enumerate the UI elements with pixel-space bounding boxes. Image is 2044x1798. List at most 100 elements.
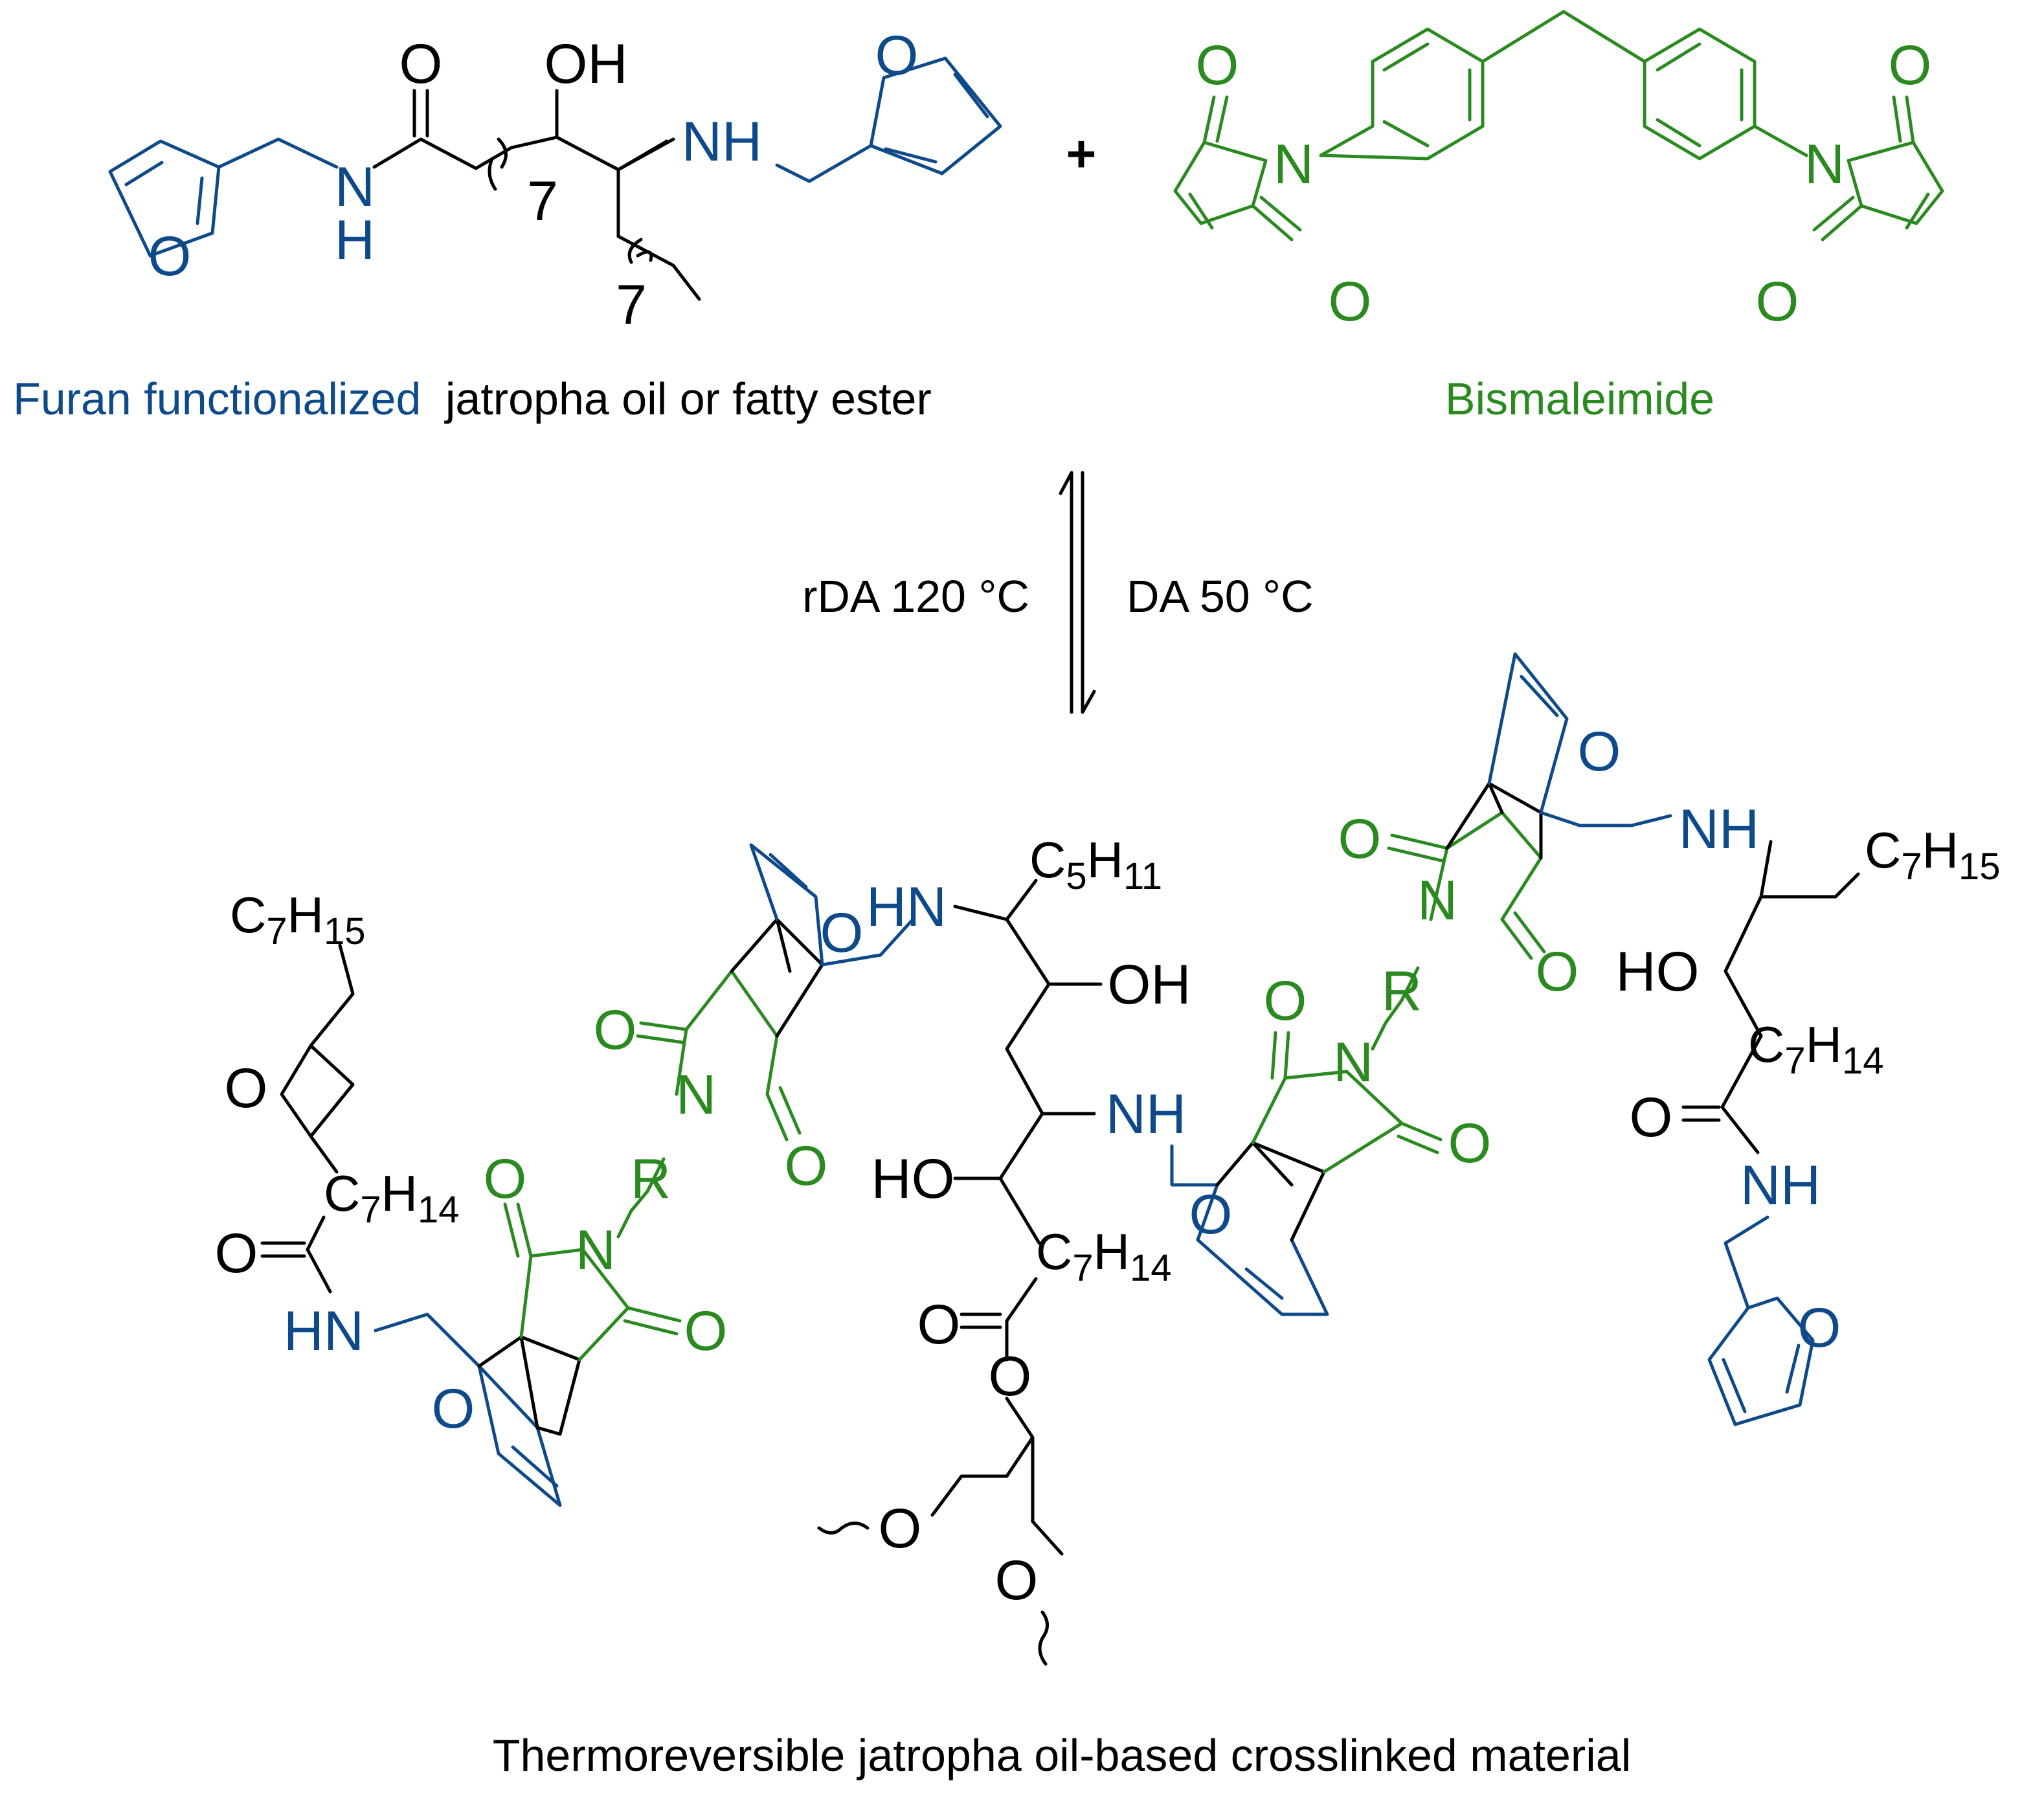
succinimide-left-n: N bbox=[576, 1219, 616, 1281]
repeat-count-7: 7 bbox=[527, 170, 558, 232]
caption-oil-part: jatropha oil or fatty ester bbox=[444, 374, 932, 424]
repeat-count-7-b: 7 bbox=[616, 274, 647, 336]
furan-ring-right bbox=[869, 56, 1002, 175]
ester-o: O bbox=[989, 1345, 1032, 1408]
bond-choh bbox=[555, 135, 675, 172]
rda-condition: rDA 120 °C bbox=[802, 571, 1029, 622]
c7h14-right-sub7: 7 bbox=[1784, 1040, 1805, 1082]
succinimide-top-right-n: N bbox=[1417, 870, 1457, 932]
left-amide-bonds bbox=[260, 1215, 332, 1294]
c7h14-left-c: C bbox=[324, 1165, 360, 1222]
c7h14-central-sub7: 7 bbox=[1072, 1247, 1093, 1289]
c5h11-sub5: 5 bbox=[1066, 855, 1086, 897]
r-linker-left bbox=[616, 1157, 666, 1239]
oxanorbornene-top-right-blue bbox=[1487, 652, 1672, 827]
succinimide-mid-right-n: N bbox=[1333, 1031, 1373, 1094]
r-linker-right bbox=[1371, 966, 1420, 1051]
furan-pendant-o: O bbox=[1798, 1297, 1841, 1359]
phenyl-left bbox=[1319, 27, 1485, 161]
c7h15-left-sub15: 15 bbox=[324, 910, 366, 952]
succinimide-left-o1: O bbox=[484, 1148, 527, 1210]
furan-ring-left bbox=[108, 139, 221, 258]
imide-n-left: N bbox=[1274, 133, 1314, 196]
succinimide-mid-left bbox=[636, 969, 802, 1141]
maleimide-ring-left bbox=[1173, 95, 1302, 242]
repeat-bracket bbox=[474, 135, 559, 191]
c7h14-left: C7H14 bbox=[324, 1165, 459, 1231]
right-amide-o: O bbox=[1630, 1086, 1673, 1149]
c7h15-left: C7H15 bbox=[230, 886, 365, 952]
succinimide-left-o2: O bbox=[684, 1300, 728, 1362]
c7h14-right-sub14: 14 bbox=[1842, 1040, 1884, 1082]
amine-nh-label: NH bbox=[682, 111, 762, 173]
c7h14-right-c: C bbox=[1748, 1016, 1784, 1073]
bridge-o-top-right: O bbox=[1578, 721, 1621, 783]
imide-o-left-top: O bbox=[1196, 34, 1239, 96]
succinimide-top-right bbox=[1387, 811, 1546, 960]
c7h14-left-sub14: 14 bbox=[418, 1189, 460, 1231]
ester-bonds bbox=[930, 1277, 1064, 1556]
succinimide-mid-right-o1: O bbox=[1264, 970, 1307, 1032]
c7h14-right: C7H14 bbox=[1748, 1016, 1883, 1082]
furan-oxygen: O bbox=[148, 225, 192, 287]
left-amide-hn: HN bbox=[284, 1300, 364, 1362]
carbonyl-oxygen: O bbox=[399, 33, 443, 95]
c7h14-central-c: C bbox=[1036, 1223, 1072, 1280]
succinimide-top-right-o2: O bbox=[1536, 941, 1579, 1003]
succinimide-mid-left-o1: O bbox=[594, 999, 637, 1061]
amide-nh-h: H bbox=[335, 209, 375, 271]
glycerol-wavy-bonds bbox=[817, 1522, 1049, 1666]
glycerol-o-bottom: O bbox=[995, 1549, 1039, 1612]
c7h15-left-h: H bbox=[287, 886, 324, 943]
c7h14-central: C7H14 bbox=[1036, 1223, 1171, 1289]
forward-arrow bbox=[1081, 471, 1096, 714]
c7h15-right-sub15: 15 bbox=[1959, 846, 2001, 888]
da-condition: DA 50 °C bbox=[1127, 571, 1314, 622]
crosslinked-network: C7H15 O C7H14 O HN O O N O R bbox=[215, 652, 2001, 1666]
methylene-bridge bbox=[1481, 10, 1646, 63]
oxanorbornene-mid-left-core bbox=[730, 917, 824, 1038]
imide-n-right: N bbox=[1804, 133, 1845, 196]
right-nh-label: NH bbox=[1679, 798, 1759, 860]
bridge-o-mid-left: O bbox=[820, 902, 864, 964]
c5h11: C5H11 bbox=[1029, 831, 1162, 897]
oxanorbornene-mid-left-blue bbox=[749, 843, 915, 967]
central-chain-top bbox=[953, 879, 1103, 1245]
r-group-right: R bbox=[1382, 960, 1422, 1022]
left-ch2-link bbox=[374, 1312, 481, 1368]
imide-o-right-bottom: O bbox=[1756, 271, 1799, 333]
c7h15-right-sub7: 7 bbox=[1901, 846, 1922, 888]
oxanorbornene-mid-right-core bbox=[1215, 1141, 1326, 1242]
reactant-caption-right: Bismaleimide bbox=[1445, 374, 1714, 424]
succinimide-mid-left-n: N bbox=[676, 1064, 716, 1126]
mid-right-ch2 bbox=[1170, 1144, 1219, 1187]
caption-furan-part: Furan functionalized bbox=[13, 374, 421, 424]
equilibrium-arrows bbox=[1059, 471, 1096, 714]
c7h14-right-h: H bbox=[1806, 1016, 1842, 1073]
c7h14-left-h: H bbox=[381, 1165, 418, 1222]
c7h15-left-sub7: 7 bbox=[266, 910, 287, 952]
r-group-left: R bbox=[631, 1148, 671, 1210]
succinimide-mid-left-o2: O bbox=[785, 1135, 828, 1197]
right-ch2-furan bbox=[1724, 1215, 1769, 1310]
succinimide-top-right-o1: O bbox=[1338, 808, 1382, 870]
hydroxyl-label: OH bbox=[545, 33, 628, 95]
furan-functionalized-fatty-amide: O N H O 7 OH 7 NH O bbox=[108, 25, 1002, 336]
c7h15-left-c: C bbox=[230, 886, 266, 943]
oxanorbornene-top-right-core bbox=[1445, 781, 1543, 860]
bridge-o-mid-right: O bbox=[1189, 1184, 1233, 1246]
oxanorbornene-left-blue bbox=[477, 1364, 562, 1507]
c7h15-right-h: H bbox=[1922, 822, 1959, 879]
epoxide-chain bbox=[280, 943, 355, 1174]
epoxide-oxygen: O bbox=[225, 1057, 268, 1119]
ester-carbonyl-o: O bbox=[917, 1294, 961, 1356]
left-amide-o: O bbox=[215, 1222, 258, 1285]
plus-sign: + bbox=[1066, 125, 1097, 183]
right-amide-nh: NH bbox=[1740, 1154, 1821, 1217]
carbonyl-double-bond bbox=[412, 89, 429, 138]
right-ho: HO bbox=[1616, 941, 1700, 1003]
bismaleimide-structure: N O O N O O bbox=[1173, 10, 1944, 333]
c7h14-central-h: H bbox=[1094, 1223, 1130, 1280]
mid-hn-label: HN bbox=[866, 876, 947, 938]
